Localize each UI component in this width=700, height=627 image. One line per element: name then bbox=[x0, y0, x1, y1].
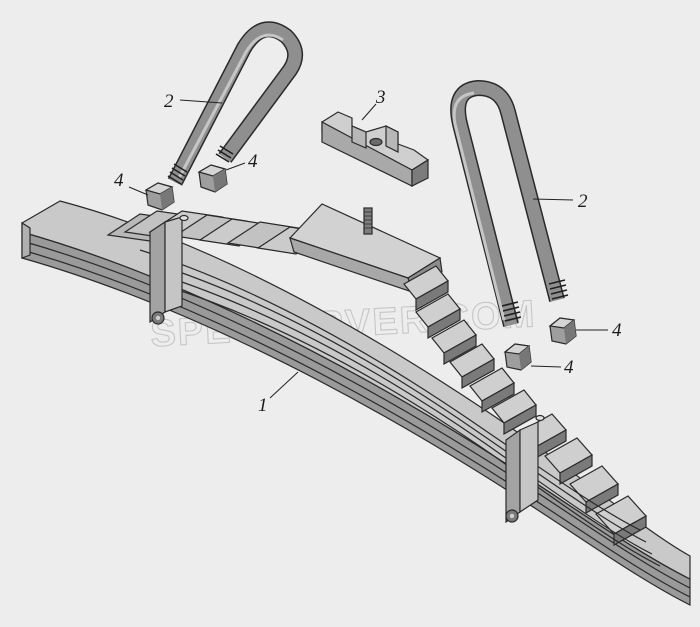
leaf-spring bbox=[21, 200, 691, 606]
callout-label-u-bolt-right: 2 bbox=[578, 191, 588, 212]
callout-4-left-inner: 4 bbox=[225, 151, 258, 172]
center-bolt bbox=[363, 207, 373, 235]
callout-label-nut-left-outer: 4 bbox=[114, 170, 124, 191]
callout-3: 3 bbox=[361, 87, 386, 121]
nut-right-lower bbox=[503, 343, 532, 371]
callout-label-nut-right-lower: 4 bbox=[564, 357, 574, 378]
callout-label-leaf-spring: 1 bbox=[258, 395, 268, 416]
nut-left-outer bbox=[144, 182, 175, 211]
callout-2-right: 2 bbox=[532, 191, 588, 212]
nut-right-upper bbox=[548, 317, 577, 345]
callout-label-nut-right-upper: 4 bbox=[612, 320, 622, 341]
spacer-pad bbox=[321, 111, 430, 187]
callout-2-left: 2 bbox=[164, 91, 223, 112]
u-bolt-left bbox=[167, 21, 304, 186]
rebound-clip-left bbox=[149, 214, 189, 325]
leaf-step-ends bbox=[403, 265, 647, 547]
callout-4-left-outer: 4 bbox=[114, 170, 149, 196]
callout-label-spacer-pad: 3 bbox=[375, 87, 386, 108]
callout-label-nut-left-inner: 4 bbox=[248, 151, 258, 172]
rebound-clip-right bbox=[505, 414, 545, 524]
u-bolt-right bbox=[450, 79, 569, 327]
callout-4-right-lower: 4 bbox=[530, 357, 574, 378]
nut-left-inner bbox=[197, 164, 228, 193]
callout-1: 1 bbox=[258, 371, 299, 416]
callout-label-u-bolt-left: 2 bbox=[164, 91, 174, 112]
callout-4-right-upper: 4 bbox=[576, 320, 622, 341]
